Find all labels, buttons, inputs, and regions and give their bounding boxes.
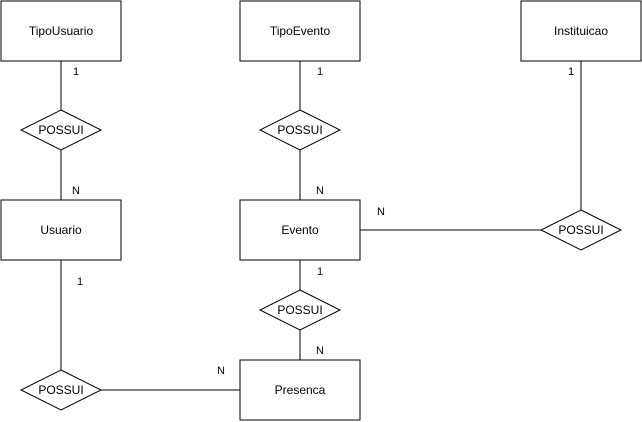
relationship-label: POSSUI xyxy=(38,383,83,397)
cardinality-label: N xyxy=(72,185,80,197)
entity-tipousuario[interactable]: TipoUsuario xyxy=(0,0,122,62)
cardinality-label: 1 xyxy=(317,266,323,278)
entity-label: Usuario xyxy=(40,223,82,237)
relationship-tipousuario-usuario[interactable]: POSSUI xyxy=(19,109,103,151)
entity-tipoevento[interactable]: TipoEvento xyxy=(239,0,361,62)
relationship-label: POSSUI xyxy=(38,123,83,137)
entity-label: Instituicao xyxy=(554,24,608,38)
cardinality-label: 1 xyxy=(73,66,79,78)
entity-presenca[interactable]: Presenca xyxy=(239,359,361,421)
relationship-label: POSSUI xyxy=(558,223,603,237)
cardinality-label: 1 xyxy=(568,66,574,78)
cardinality-label: N xyxy=(316,185,324,197)
entity-evento[interactable]: Evento xyxy=(239,199,361,261)
entity-label: Presenca xyxy=(275,383,326,397)
entity-instituicao[interactable]: Instituicao xyxy=(520,0,642,62)
entity-label: Evento xyxy=(281,223,319,237)
cardinality-label: N xyxy=(316,345,324,357)
relationship-label: POSSUI xyxy=(277,303,322,317)
relationship-usuario-presenca[interactable]: POSSUI xyxy=(19,369,103,411)
entity-label: TipoEvento xyxy=(270,24,331,38)
relationship-evento-presenca[interactable]: POSSUI xyxy=(258,289,342,331)
cardinality-label: N xyxy=(377,206,385,218)
entity-label: TipoUsuario xyxy=(29,24,94,38)
entity-usuario[interactable]: Usuario xyxy=(0,199,122,261)
relationship-instituicao-evento[interactable]: POSSUI xyxy=(539,209,623,251)
cardinality-label: 1 xyxy=(77,276,83,288)
relationship-label: POSSUI xyxy=(277,123,322,137)
cardinality-label: 1 xyxy=(317,66,323,78)
relationship-tipoevento-evento[interactable]: POSSUI xyxy=(258,109,342,151)
cardinality-label: N xyxy=(217,365,225,377)
